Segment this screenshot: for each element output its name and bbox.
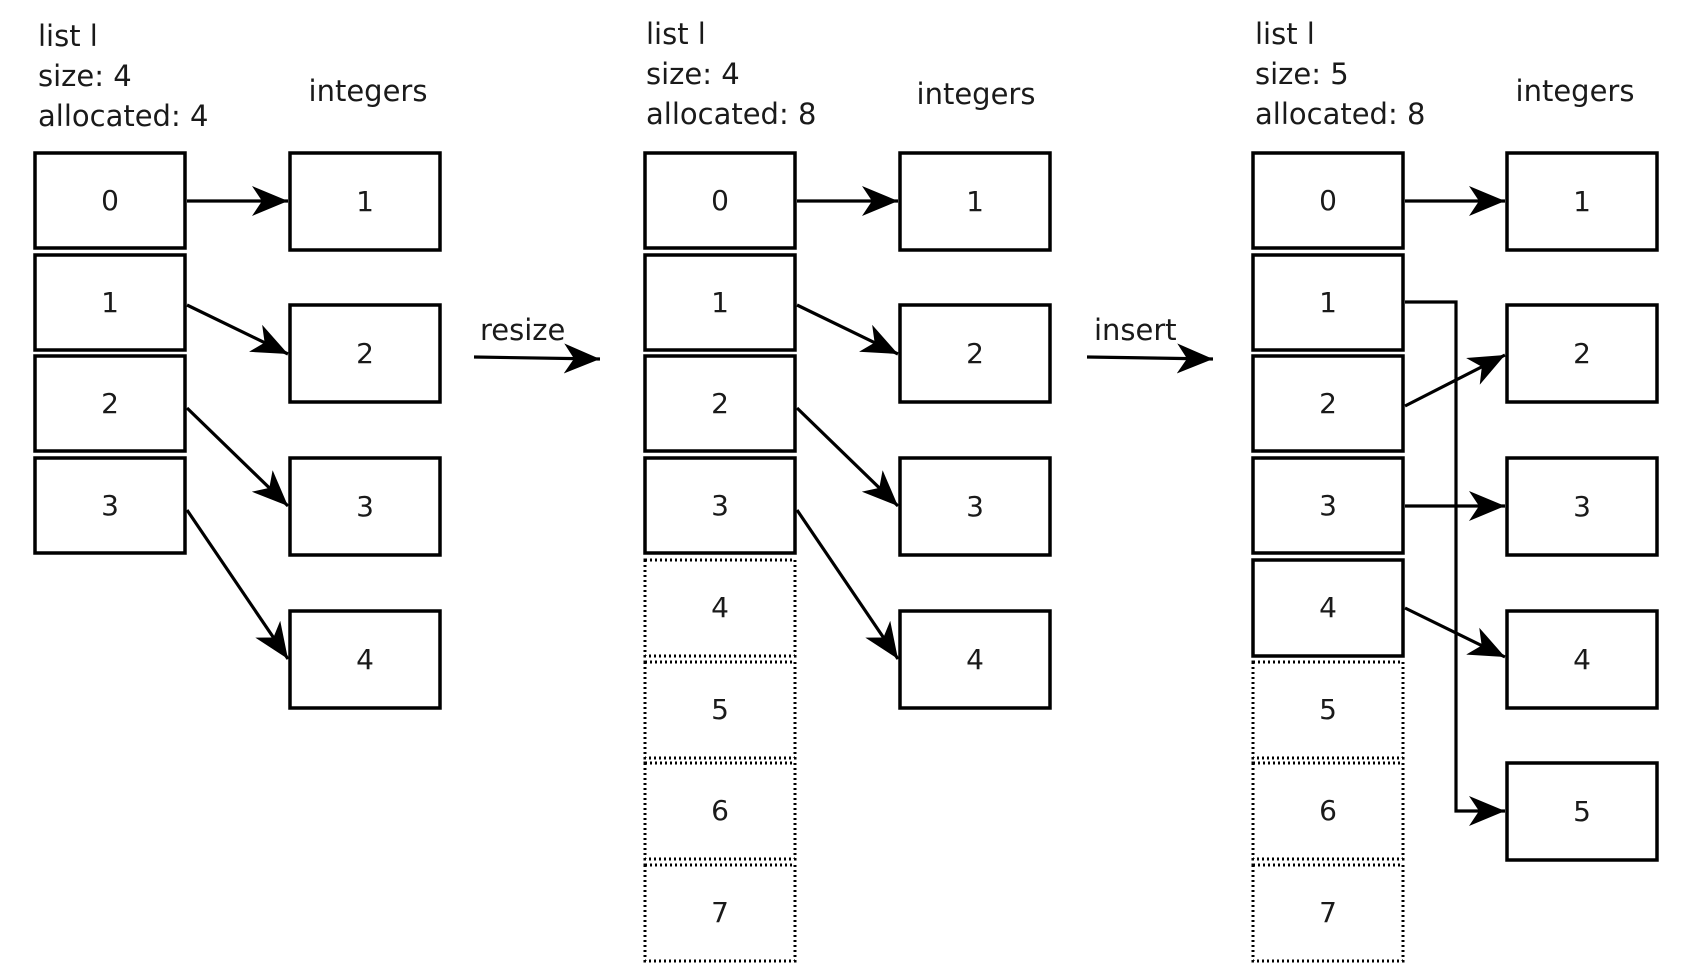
panel-3-integer-5-value: 5 bbox=[1573, 795, 1591, 828]
panel-3-slot-6-empty: 6 bbox=[1251, 761, 1405, 861]
panel-3-slot-4: 4 bbox=[1251, 558, 1405, 658]
insert-label: insert bbox=[1094, 313, 1177, 347]
panel-1-slot-0: 0 bbox=[33, 151, 187, 250]
panel-2-slot-6-index: 6 bbox=[711, 794, 729, 827]
panel-2-slot-1-index: 1 bbox=[711, 286, 729, 319]
panel-3-integer-2-value: 2 bbox=[1573, 337, 1591, 370]
panel-1-integer-4-value: 4 bbox=[356, 643, 374, 676]
panel-3-slot-2-index: 2 bbox=[1319, 387, 1337, 420]
panel-3-slot-7-empty: 7 bbox=[1251, 863, 1405, 963]
panel-1-integer-2: 2 bbox=[288, 303, 442, 404]
panel-3-pointer-2-to-2 bbox=[1404, 353, 1506, 408]
panel-2-slot-0-index: 0 bbox=[711, 184, 729, 217]
panel-2-slot-2-index: 2 bbox=[711, 387, 729, 420]
insert-transition: insert bbox=[1086, 313, 1214, 374]
panel-1-pointer-2-to-3 bbox=[185, 406, 290, 508]
panel-2-slot-7-index: 7 bbox=[711, 896, 729, 929]
panel-2-integers-heading: integers bbox=[917, 77, 1036, 111]
panel-1-slot-0-index: 0 bbox=[101, 184, 119, 217]
panel-2-size: size: 4 bbox=[646, 57, 740, 91]
panel-3-size: size: 5 bbox=[1255, 57, 1349, 91]
panel-3-slot-3-index: 3 bbox=[1319, 489, 1337, 522]
panel-3-slot-6-index: 6 bbox=[1319, 794, 1337, 827]
panel-2-integer-4: 4 bbox=[898, 609, 1052, 710]
panel-3-slot-5-index: 5 bbox=[1319, 693, 1337, 726]
panel-1-list-name: list l bbox=[38, 19, 98, 53]
panel-3-integer-4: 4 bbox=[1505, 609, 1659, 710]
insert-arrow bbox=[1086, 343, 1214, 374]
panel-1-slot-3-index: 3 bbox=[101, 489, 119, 522]
panel-1-allocated: allocated: 4 bbox=[38, 99, 208, 133]
panel-2-slot-5-index: 5 bbox=[711, 693, 729, 726]
panel-1-integer-1: 1 bbox=[288, 151, 442, 252]
panel-3-slot-5-empty: 5 bbox=[1251, 660, 1405, 760]
panel-2-slot-3-index: 3 bbox=[711, 489, 729, 522]
panel-3-integer-1-value: 1 bbox=[1573, 185, 1591, 218]
panel-1-integer-4: 4 bbox=[288, 609, 442, 710]
panel-3-slot-7-index: 7 bbox=[1319, 896, 1337, 929]
panel-2-slot-0: 0 bbox=[643, 151, 797, 250]
panel-3-slot-0-index: 0 bbox=[1319, 184, 1337, 217]
panel-3-pointer-1-to-5 bbox=[1405, 300, 1505, 826]
panel-1-slot-2-index: 2 bbox=[101, 387, 119, 420]
panel-2-integer-3-value: 3 bbox=[966, 490, 984, 523]
panel-2-integer-3: 3 bbox=[898, 456, 1052, 557]
panel-3-allocated: allocated: 8 bbox=[1255, 97, 1425, 131]
panel-2-pointer-1-to-2 bbox=[796, 303, 899, 356]
panel-2-integer-1: 1 bbox=[898, 151, 1052, 252]
panel-2-slot-2: 2 bbox=[643, 354, 797, 453]
panel-1-integer-1-value: 1 bbox=[356, 185, 374, 218]
panel-2-integer-4-value: 4 bbox=[966, 643, 984, 676]
panel-3-pointer-4-to-4 bbox=[1404, 606, 1506, 659]
panel-3-integer-3: 3 bbox=[1505, 456, 1659, 557]
panel-1-pointer-3-to-4 bbox=[185, 509, 290, 660]
panel-1-integers-heading: integers bbox=[309, 74, 428, 108]
panel-2-integer-2-value: 2 bbox=[966, 337, 984, 370]
panel-1-integer-3-value: 3 bbox=[356, 490, 374, 523]
panel-2-slot-6-empty: 6 bbox=[643, 761, 797, 861]
panel-1-slot-1: 1 bbox=[33, 253, 187, 352]
panel-1-integer-2-value: 2 bbox=[356, 337, 374, 370]
panel-2-slot-7-empty: 7 bbox=[643, 863, 797, 963]
panel-3-list-name: list l bbox=[1255, 17, 1315, 51]
panel-3-integer-2: 2 bbox=[1505, 303, 1659, 404]
panel-2-slot-3: 3 bbox=[643, 456, 797, 555]
panel-2-slot-5-empty: 5 bbox=[643, 660, 797, 760]
panel-2-allocated: allocated: 8 bbox=[646, 97, 816, 131]
panel-2: list l size: 4 allocated: 8 integers 0 1… bbox=[643, 17, 1052, 963]
panel-3-integer-1: 1 bbox=[1505, 151, 1659, 252]
panel-3-integer-5: 5 bbox=[1505, 761, 1659, 862]
panel-1-pointer-1-to-2 bbox=[186, 303, 289, 356]
panel-3-slot-1-index: 1 bbox=[1319, 286, 1337, 319]
panel-2-slot-1: 1 bbox=[643, 253, 797, 352]
panel-3-slot-0: 0 bbox=[1251, 151, 1405, 250]
panel-2-slot-4-index: 4 bbox=[711, 591, 729, 624]
panel-1-slot-2: 2 bbox=[33, 354, 187, 453]
panel-2-pointer-3-to-4 bbox=[795, 509, 900, 660]
panel-2-integer-2: 2 bbox=[898, 303, 1052, 404]
panel-2-slot-4-empty: 4 bbox=[643, 558, 797, 658]
panel-3-integer-4-value: 4 bbox=[1573, 643, 1591, 676]
panel-3-slot-2: 2 bbox=[1251, 354, 1405, 453]
panel-2-pointer-2-to-3 bbox=[795, 406, 900, 508]
panel-1-integer-3: 3 bbox=[288, 456, 442, 557]
panel-1-slot-1-index: 1 bbox=[101, 286, 119, 319]
panel-1-slot-3: 3 bbox=[33, 456, 187, 555]
resize-label: resize bbox=[480, 313, 565, 347]
resize-arrow bbox=[473, 343, 601, 374]
panel-1: list l size: 4 allocated: 4 integers 0 1… bbox=[33, 19, 442, 710]
panel-3-slot-4-index: 4 bbox=[1319, 591, 1337, 624]
panel-3-slot-1: 1 bbox=[1251, 253, 1405, 352]
panel-2-integer-1-value: 1 bbox=[966, 185, 984, 218]
panel-2-list-name: list l bbox=[646, 17, 706, 51]
panel-3-integer-3-value: 3 bbox=[1573, 490, 1591, 523]
panel-1-size: size: 4 bbox=[38, 59, 132, 93]
panel-3-integers-heading: integers bbox=[1516, 74, 1635, 108]
panel-3: list l size: 5 allocated: 8 integers 0 1… bbox=[1251, 17, 1659, 963]
resize-transition: resize bbox=[473, 313, 601, 374]
panel-3-slot-3: 3 bbox=[1251, 456, 1405, 555]
